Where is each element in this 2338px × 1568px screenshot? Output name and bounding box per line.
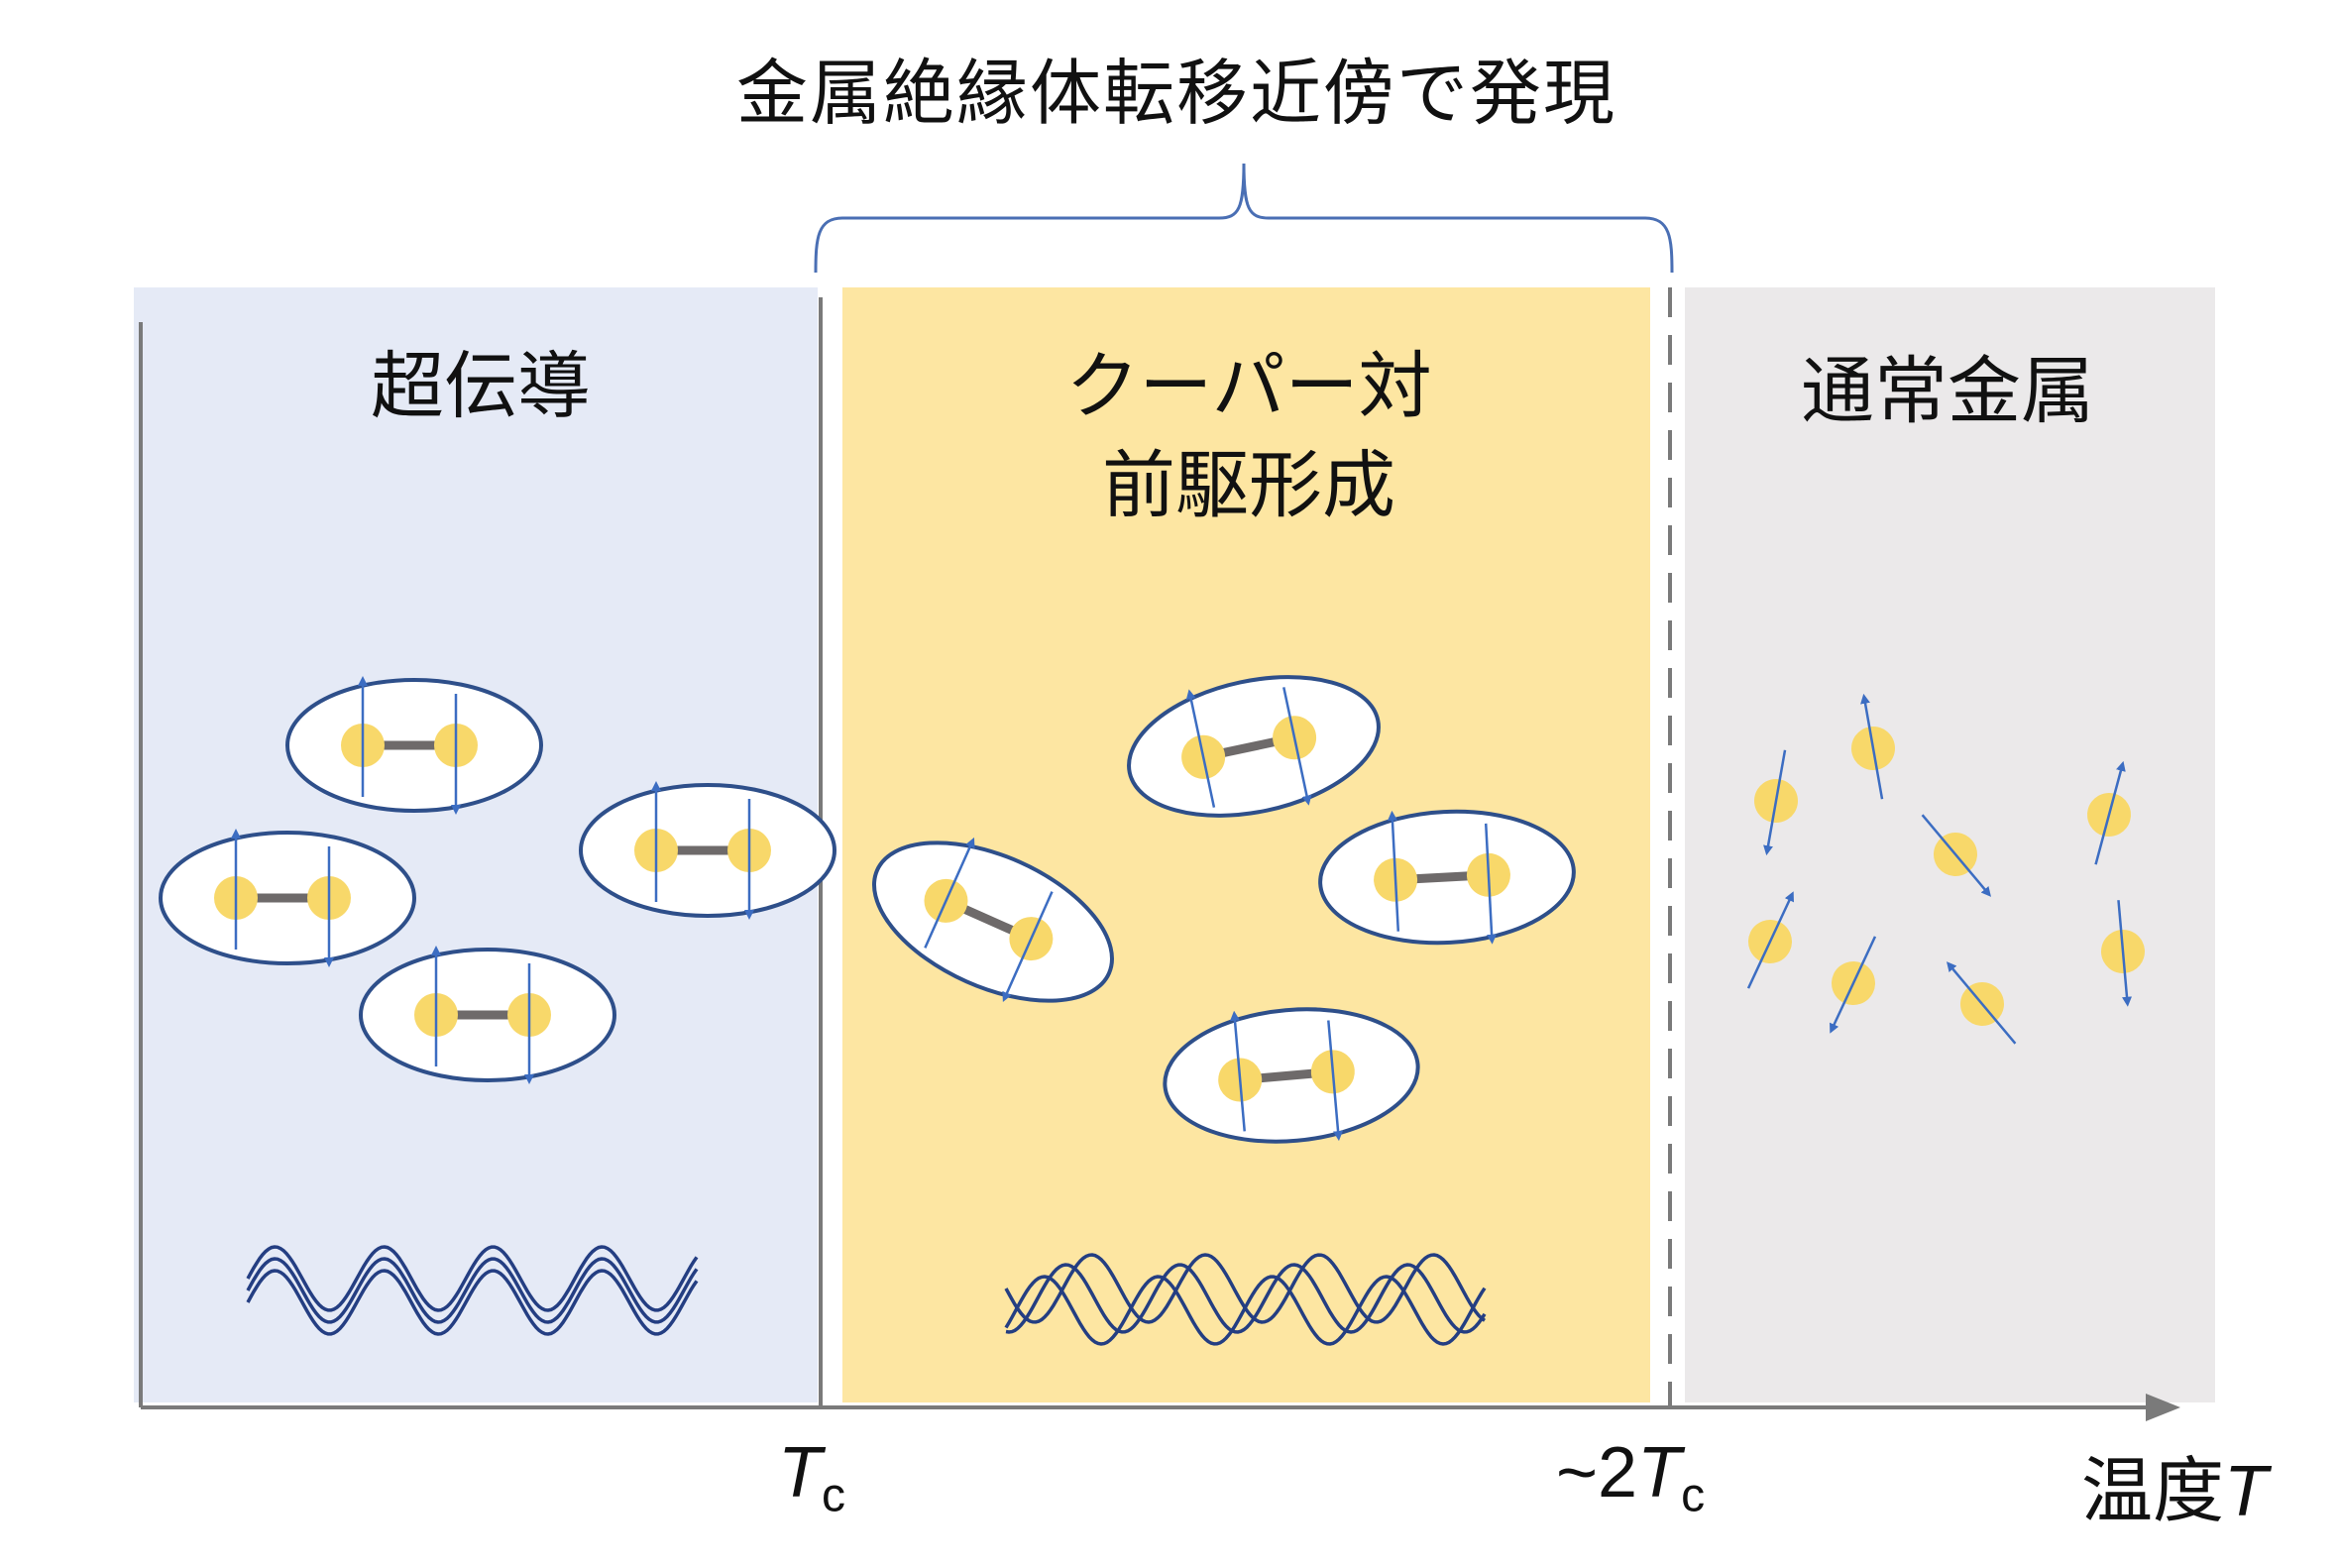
temperature-axis-label: 温度T bbox=[2081, 1432, 2268, 1536]
normal-metal-label: 通常金属 bbox=[1801, 349, 2094, 434]
spin-arrow-icon bbox=[1327, 1020, 1344, 1142]
spin-arrow-icon bbox=[2094, 760, 2126, 865]
preformed-pair-label: クーパー対 前駆形成 bbox=[842, 337, 1655, 535]
electron-spin-icon bbox=[1746, 891, 1794, 989]
spin-arrow-icon bbox=[1484, 823, 1498, 945]
spin-arrow-icon bbox=[2117, 900, 2132, 1007]
cooper-pair-icon bbox=[1127, 675, 1381, 818]
cooper-pair-icon bbox=[872, 837, 1114, 1003]
tc-subscript: c bbox=[821, 1469, 845, 1522]
diagram-title: 金属絶縁体転移近傍で発現 bbox=[735, 52, 1616, 135]
spin-arrow-icon bbox=[1387, 810, 1400, 932]
spin-arrow-icon bbox=[1830, 936, 1877, 1034]
spin-arrow-icon bbox=[1763, 749, 1787, 856]
temp-prefix: 温度 bbox=[2081, 1452, 2225, 1531]
temp-var: T bbox=[2224, 1452, 2268, 1531]
incoherent-wave-icon bbox=[1004, 1253, 1487, 1346]
tc-var: T bbox=[778, 1433, 822, 1512]
spin-arrow-icon bbox=[1746, 891, 1794, 989]
spin-arrow-icon bbox=[1860, 693, 1884, 800]
electron-spin-icon bbox=[2087, 760, 2131, 865]
2tc-subscript: c bbox=[1681, 1469, 1706, 1522]
electron-spin-icon bbox=[1851, 693, 1895, 800]
cooper-pair-icon bbox=[579, 781, 836, 920]
spin-arrow-icon bbox=[1229, 1010, 1246, 1132]
spin-arrow-icon bbox=[924, 837, 975, 949]
coherent-wave-icon bbox=[246, 1245, 699, 1336]
electron-spin-icon bbox=[1947, 961, 2017, 1045]
wave-line bbox=[1005, 1263, 1487, 1334]
2tc-var: T bbox=[1637, 1433, 1682, 1512]
2tc-prefix: ~2 bbox=[1556, 1433, 1638, 1512]
cooper-pair-icon bbox=[285, 676, 543, 815]
2tc-tick-label: ~2Tc bbox=[1556, 1432, 1705, 1522]
wave-line bbox=[246, 1269, 699, 1336]
wave-line bbox=[1004, 1275, 1487, 1346]
electron-spin-icon bbox=[1830, 936, 1877, 1034]
wave-line bbox=[246, 1257, 699, 1324]
spin-arrow-icon bbox=[1947, 961, 2017, 1045]
cooper-pair-icon bbox=[1318, 809, 1576, 946]
spin-arrow-icon bbox=[1282, 687, 1312, 806]
electron-spin-icon bbox=[1921, 814, 1991, 897]
electron-spin-icon bbox=[1754, 749, 1798, 856]
spin-arrow-icon bbox=[1185, 689, 1216, 808]
preformed-pair-label-line1: クーパー対 bbox=[1065, 344, 1432, 429]
wave-line bbox=[246, 1245, 699, 1312]
preformed-pair-label-line2: 前駆形成 bbox=[1102, 443, 1395, 528]
bracket-icon bbox=[814, 163, 1674, 274]
tc-tick-label: Tc bbox=[778, 1432, 845, 1522]
spin-arrow-icon bbox=[1921, 814, 1991, 897]
cooper-pair-icon bbox=[359, 946, 616, 1084]
axis-arrow-icon bbox=[2146, 1394, 2180, 1421]
electron-spin-icon bbox=[2101, 900, 2145, 1007]
cooper-pair-icon bbox=[159, 829, 416, 967]
spin-arrow-icon bbox=[1002, 891, 1054, 1003]
cooper-pair-icon bbox=[1163, 1007, 1420, 1144]
superconducting-label: 超伝導 bbox=[371, 344, 591, 429]
